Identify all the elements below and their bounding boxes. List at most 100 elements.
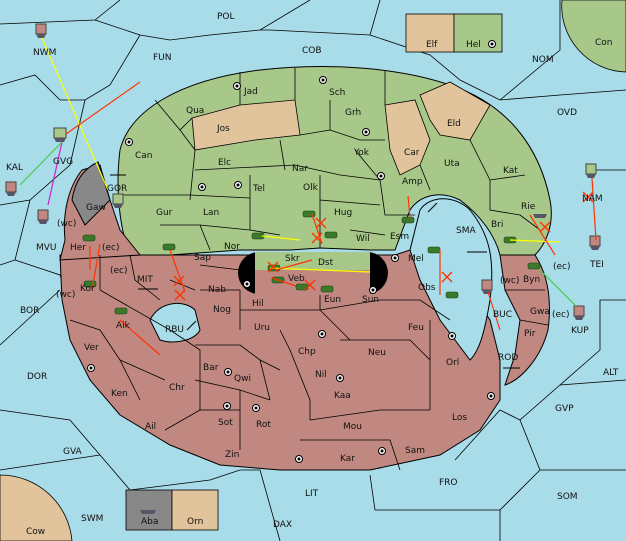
region-elf[interactable]: [405, 13, 455, 53]
label-ec1: (ec): [102, 243, 120, 253]
label-mou: Mou: [343, 422, 362, 432]
label-hil: Hil: [252, 299, 264, 309]
label-olk: Olk: [303, 183, 319, 193]
region-cow[interactable]: [0, 474, 73, 541]
label-ovd: OVD: [557, 108, 577, 118]
region-orn[interactable]: [171, 489, 219, 531]
label-qua: Qua: [186, 106, 204, 116]
supply-centers: [87, 40, 496, 463]
order-arrows: [19, 37, 597, 356]
label-gwa: Gwa: [530, 307, 550, 317]
label-gvg: GVG: [53, 157, 73, 167]
label-grh: Grh: [345, 108, 361, 118]
label-buc: BUC: [493, 310, 512, 320]
label-her: Her: [70, 243, 86, 253]
label-tel: Tel: [252, 184, 265, 194]
label-dst: Dst: [318, 258, 334, 268]
label-eld: Eld: [447, 119, 461, 129]
label-gur: Gur: [156, 208, 173, 218]
region-con[interactable]: [561, 0, 626, 73]
label-rod: ROD: [498, 353, 518, 363]
label-pol: POL: [217, 12, 235, 22]
label-nar: Nar: [292, 164, 308, 174]
label-aik: Aik: [116, 321, 131, 331]
sea-sma[interactable]: [409, 198, 493, 361]
label-ver: Ver: [84, 343, 99, 353]
label-orl: Orl: [446, 358, 459, 368]
label-swm: SWM: [81, 514, 103, 524]
region-gaw[interactable]: [71, 161, 111, 226]
label-hel: Hel: [466, 40, 481, 50]
label-nog: Nog: [213, 305, 231, 315]
label-cob: COB: [302, 46, 322, 56]
label-fun: FUN: [153, 53, 172, 63]
label-fro: FRO: [439, 478, 458, 488]
label-sch: Sch: [329, 88, 345, 98]
label-ken: Ken: [111, 389, 128, 399]
label-tei: TEI: [589, 260, 604, 270]
label-nil: Nil: [315, 370, 327, 380]
label-skr: Skr: [285, 254, 300, 264]
label-obs: Obs: [418, 283, 436, 293]
label-byn: Byn: [523, 275, 540, 285]
label-wc2: (wc): [56, 290, 75, 300]
failed-order-marks: [173, 191, 594, 301]
label-zin: Zin: [225, 450, 239, 460]
label-gaw: Gaw: [86, 203, 106, 213]
label-sap: Sap: [194, 253, 211, 263]
label-kup: KUP: [571, 326, 589, 336]
label-car: Car: [404, 148, 420, 158]
label-uru: Uru: [254, 323, 270, 333]
label-sun: Sun: [362, 295, 379, 305]
label-dor: DOR: [27, 372, 47, 382]
label-jad: Jad: [243, 87, 258, 97]
label-som: SOM: [557, 492, 578, 502]
sea-rbu[interactable]: [149, 302, 201, 343]
label-wil: Wil: [356, 234, 370, 244]
label-con: Con: [595, 38, 613, 48]
label-sam: Sam: [405, 446, 425, 456]
label-nom: NOM: [532, 55, 554, 65]
label-rie: Rie: [521, 202, 536, 212]
label-wc3: (wc): [500, 276, 519, 286]
label-mit: MIT: [137, 275, 153, 285]
label-chp: Chp: [298, 347, 316, 357]
label-veb: Veb: [288, 274, 305, 284]
label-qwi: Qwi: [234, 374, 251, 384]
label-ec3: (ec): [553, 262, 571, 272]
label-ec2: (ec): [110, 266, 128, 276]
label-lan: Lan: [203, 208, 219, 218]
region-labels: POL COB FUN NWM NOM Con Elf Hel OVD KAL …: [6, 12, 619, 537]
label-ail: Ail: [145, 422, 156, 432]
label-can: Can: [135, 151, 153, 161]
label-kor: Kor: [80, 284, 95, 294]
label-gva: GVA: [63, 447, 83, 457]
label-lit: LIT: [305, 489, 319, 499]
label-nor: Nor: [224, 242, 240, 252]
label-bor: BOR: [20, 306, 39, 316]
label-bri: Bri: [491, 220, 503, 230]
label-nam: NAM: [582, 194, 603, 204]
label-los: Los: [452, 413, 467, 423]
label-dax: DAX: [273, 520, 292, 530]
label-nab: Nab: [208, 285, 226, 295]
label-rot: Rot: [256, 420, 271, 430]
fleet-units: [5, 23, 601, 514]
label-aba: Aba: [141, 517, 158, 527]
label-hug: Hug: [334, 208, 352, 218]
label-mvu: MVU: [36, 243, 57, 253]
label-elf: Elf: [426, 40, 438, 50]
label-gvp: GVP: [555, 404, 574, 414]
label-kal: KAL: [6, 163, 23, 173]
label-kat: Kat: [503, 166, 518, 176]
label-nwm: NWM: [33, 48, 56, 58]
label-cow: Cow: [26, 527, 45, 537]
label-orn: Orn: [187, 517, 203, 527]
label-alt: ALT: [603, 368, 619, 378]
label-yok: Yok: [353, 148, 370, 158]
label-elc: Elc: [218, 158, 231, 168]
label-ec4: (ec): [552, 310, 570, 320]
label-uta: Uta: [444, 159, 460, 169]
